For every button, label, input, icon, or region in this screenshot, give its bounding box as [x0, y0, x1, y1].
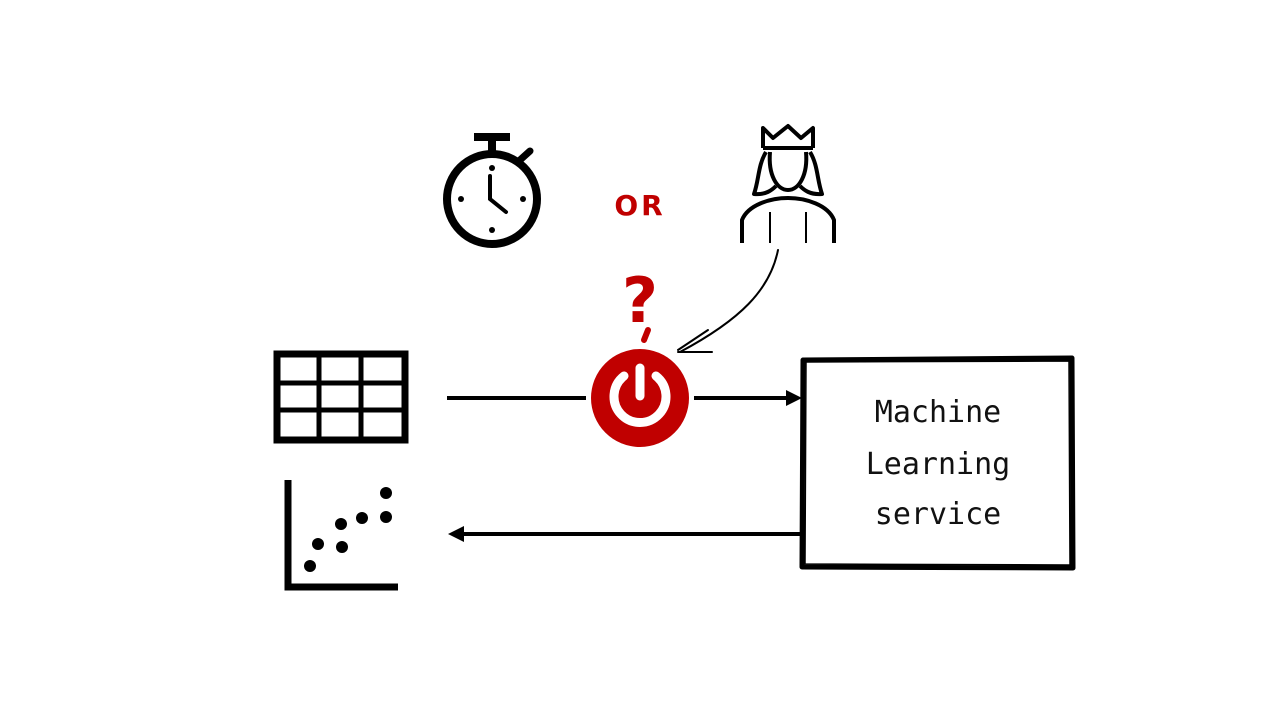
stopwatch-icon — [443, 133, 541, 248]
question-tick — [641, 327, 651, 343]
ml-service-box: Machine Learning service — [799, 355, 1076, 571]
ml-service-label-line2: Learning — [866, 447, 1011, 482]
ml-service-label-line3: service — [875, 497, 1001, 532]
ml-service-label-line1: Machine — [875, 395, 1001, 430]
queen-person-icon — [740, 124, 836, 243]
table-grid-icon — [273, 350, 409, 444]
scatter-plot-icon — [284, 480, 398, 591]
power-button-icon — [591, 349, 689, 447]
arrow-to-results — [448, 526, 803, 542]
question-mark: ? — [622, 264, 658, 337]
or-label: OR — [614, 189, 665, 222]
curved-arrow — [677, 249, 779, 353]
arrow-to-service — [694, 390, 802, 406]
